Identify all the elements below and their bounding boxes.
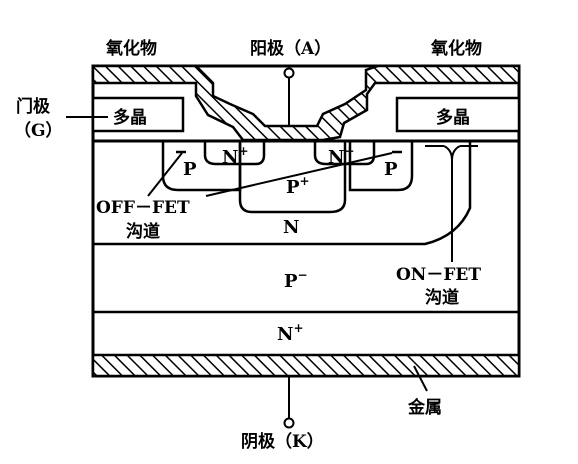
n-base-label: N <box>283 217 299 238</box>
off-fet-leader-2 <box>205 152 393 197</box>
n-plus-left-label: N+ <box>222 144 249 168</box>
metal-label: 金属 <box>407 397 442 418</box>
poly-gate-left <box>91 96 185 133</box>
poly-gate-right <box>395 96 521 133</box>
oxide-label-right: 氧化物 <box>430 38 482 59</box>
n-plus-bottom-label: N+ <box>277 321 304 345</box>
cathode-label: 阴极（K） <box>241 431 324 452</box>
metal-leader <box>413 365 428 392</box>
cathode-terminal <box>283 417 295 429</box>
anode-terminal <box>283 67 295 79</box>
gate-label-line2: （G） <box>14 120 63 141</box>
off-fet-leader-1 <box>147 152 183 197</box>
on-fet-label-line1: ON－FET <box>396 265 481 285</box>
n-plus-left-region <box>203 141 266 166</box>
anode-label: 阳极（A） <box>250 38 331 59</box>
poly-label-right: 多晶 <box>436 107 470 128</box>
poly-label-left: 多晶 <box>113 107 147 128</box>
cathode-metal-layer <box>91 353 521 378</box>
p-plus-label: P+ <box>286 174 310 198</box>
p-right-label: P <box>384 159 398 180</box>
p-minus-label: P− <box>284 268 308 292</box>
p-well-right <box>348 141 414 192</box>
oxide-label-left: 氧化物 <box>105 38 157 59</box>
p-plus-region <box>238 141 347 214</box>
gate-label-line1: 门极 <box>16 96 50 117</box>
oxide-metal-layer <box>91 64 521 142</box>
off-fet-label-line2: 沟道 <box>126 221 160 242</box>
on-fet-leader <box>443 145 461 262</box>
off-fet-label-line1: OFF－FET <box>96 198 190 218</box>
p-left-label: P <box>183 159 197 180</box>
on-fet-label-line2: 沟道 <box>425 287 459 308</box>
n-plus-right-label: N+ <box>328 144 355 168</box>
